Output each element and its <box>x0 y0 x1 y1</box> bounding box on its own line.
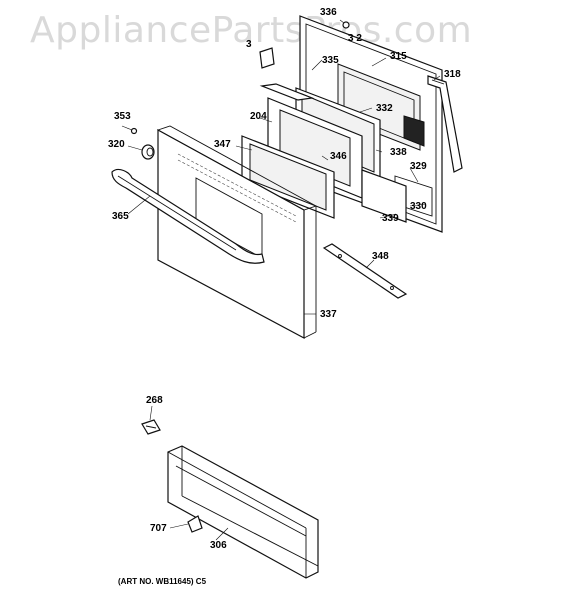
callout-329: 329 <box>410 161 427 172</box>
door-glass-347 <box>241 135 335 219</box>
door-gasket-318 <box>427 75 463 173</box>
callout-346: 346 <box>330 151 347 162</box>
callout-347: 347 <box>214 139 231 150</box>
bottom-trim-348 <box>322 243 408 299</box>
callout-334: 3 <box>246 39 252 50</box>
callout-204: 204 <box>250 111 267 122</box>
drawer-panel-306 <box>167 445 319 579</box>
handle-365 <box>111 168 265 264</box>
callout-338: 338 <box>390 147 407 158</box>
callout-339: 339 <box>382 213 399 224</box>
callout-365: 365 <box>112 211 129 222</box>
callout-332: 332 <box>376 103 393 114</box>
window-frame-346 <box>267 97 363 199</box>
knob-320 <box>141 144 155 160</box>
clip-268 <box>141 419 161 435</box>
clip-707 <box>187 515 203 533</box>
callout-268: 268 <box>146 395 163 406</box>
callout-335: 335 <box>322 55 339 66</box>
screw-353 <box>130 127 138 135</box>
callout-306: 306 <box>210 540 227 551</box>
callout-336: 336 <box>320 7 337 18</box>
insulation-339 <box>361 169 407 223</box>
outer-door-panel-337 <box>156 125 318 340</box>
art-number-caption: (ART NO. WB11645) C5 <box>118 577 207 586</box>
callout-337: 337 <box>320 309 337 320</box>
leader-lines <box>121 57 441 541</box>
callout-330: 330 <box>410 201 427 212</box>
callout-315: 315 <box>390 51 407 62</box>
hinge-bracket-334 <box>259 47 275 69</box>
callout-353: 353 <box>114 111 131 122</box>
callout-3-2: 3 2 <box>348 33 362 44</box>
callout-318: 318 <box>444 69 461 80</box>
callout-320: 320 <box>108 139 125 150</box>
screw-336 <box>339 19 350 29</box>
callout-707: 707 <box>150 523 167 534</box>
top-trim-335 <box>259 83 315 101</box>
callout-348: 348 <box>372 251 389 262</box>
